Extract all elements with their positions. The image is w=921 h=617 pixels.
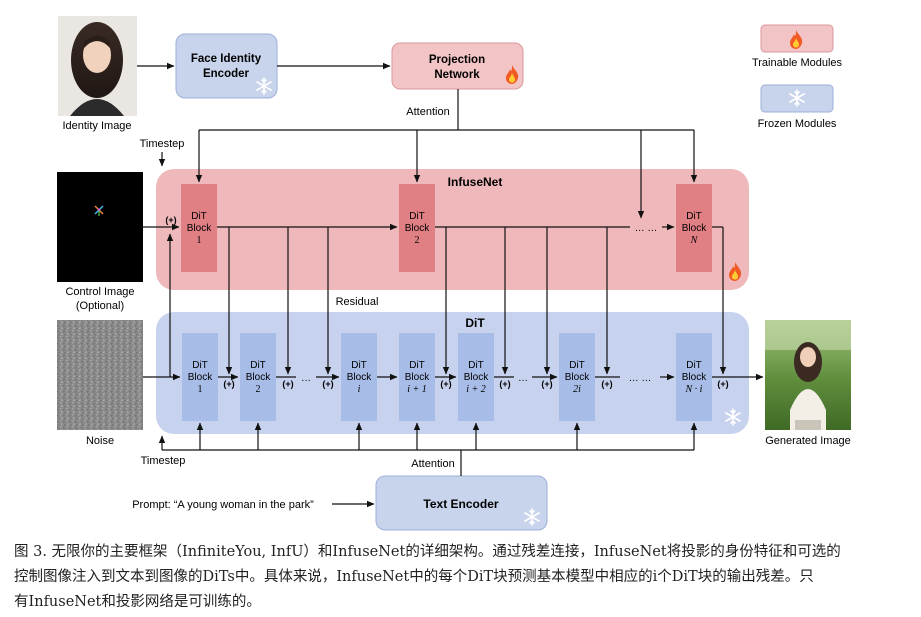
control-image-label: Control Image [65, 286, 134, 298]
svg-text:i + 1: i + 1 [407, 384, 427, 395]
svg-text:Block: Block [188, 372, 213, 383]
sum-markers: (+) (+) (+) (+) (+) (+) (+) (+) (+) [165, 215, 728, 389]
plus-dit-2: (+) [282, 379, 293, 389]
snowflake-icon [725, 408, 741, 426]
plus-dit-ni: (+) [717, 379, 728, 389]
svg-text:DiT: DiT [686, 211, 702, 222]
projection-network-label-2: Network [434, 69, 480, 81]
ellipsis-markers: … … … … … … [301, 223, 657, 384]
generated-image [765, 320, 851, 430]
dit-block-i-plus-2: DiT Block i + 2 [458, 333, 494, 421]
svg-text:DiT: DiT [351, 360, 367, 371]
plus-dit-2i-pre: (+) [541, 379, 552, 389]
snowflake-icon [524, 508, 540, 526]
dots-dit-3: … … [629, 373, 652, 384]
infusenet-title: InfuseNet [448, 175, 503, 189]
projection-network-label-1: Projection [429, 54, 485, 66]
svg-text:Block: Block [565, 372, 590, 383]
residual-label: Residual [336, 296, 379, 308]
svg-text:1: 1 [197, 235, 202, 246]
fire-icon [729, 262, 742, 281]
dit-block-1: DiT Block 1 [182, 333, 218, 421]
dots-infusenet-chain: … … [635, 223, 658, 234]
svg-text:2: 2 [415, 235, 420, 246]
face-identity-encoder [175, 33, 278, 99]
dit-block-n-i: DiT Block N · i [676, 333, 712, 421]
svg-text:Block: Block [246, 372, 271, 383]
svg-text:Block: Block [347, 372, 372, 383]
noise-image [57, 320, 143, 430]
dots-dit-2: … [518, 373, 528, 384]
svg-text:2i: 2i [573, 384, 581, 395]
face-identity-encoder-label-1: Face Identity [191, 53, 262, 65]
timestep-top-label: Timestep [140, 138, 185, 150]
control-image [57, 172, 143, 282]
svg-text:DiT: DiT [686, 360, 702, 371]
legend-trainable-label: Trainable Modules [752, 57, 843, 69]
svg-text:Block: Block [405, 372, 430, 383]
noise-label: Noise [86, 435, 114, 447]
dit-region [156, 312, 749, 434]
dit-block-i-plus-1: DiT Block i + 1 [399, 333, 435, 421]
plus-dit-i1: (+) [440, 379, 451, 389]
attention-bottom-label: Attention [411, 458, 454, 470]
plus-dit-i2: (+) [499, 379, 510, 389]
dit-block-2i: DiT Block 2i [559, 333, 595, 421]
svg-text:2: 2 [256, 384, 261, 395]
caption-line-2: 控制图像注入到文本到图像的DiTs中。具体来说，InfuseNet中的每个DiT… [14, 569, 814, 585]
face-identity-encoder-label-2: Encoder [203, 68, 250, 80]
figure-caption: 图 3. 无限你的主要框架（InfiniteYou, InfU）和InfuseN… [14, 540, 909, 615]
svg-text:DiT: DiT [409, 211, 425, 222]
plus-dit-i: (+) [322, 379, 333, 389]
caption-line-3: 有InfuseNet和投影网络是可训练的。 [14, 594, 261, 610]
legend-frozen-label: Frozen Modules [758, 118, 837, 130]
plus-dit-2i: (+) [601, 379, 612, 389]
attention-top-label: Attention [406, 106, 449, 118]
dit-block-2: DiT Block 2 [240, 333, 276, 421]
svg-text:i + 2: i + 2 [466, 384, 486, 395]
prompt-label: Prompt: “A young woman in the park” [132, 499, 314, 511]
svg-text:N: N [690, 235, 699, 246]
svg-text:DiT: DiT [250, 360, 266, 371]
svg-text:N · i: N · i [685, 384, 703, 395]
identity-image-label: Identity Image [62, 120, 131, 132]
projection-network [391, 42, 524, 90]
svg-text:Block: Block [682, 372, 707, 383]
caption-line-1: 图 3. 无限你的主要框架（InfiniteYou, InfU）和InfuseN… [14, 544, 841, 560]
identity-image [58, 16, 137, 116]
fire-icon [790, 30, 803, 49]
svg-text:Block: Block [187, 223, 212, 234]
svg-text:1: 1 [198, 384, 203, 395]
infusenet-region [156, 169, 749, 290]
svg-text:Block: Block [682, 223, 707, 234]
dit-title: DiT [465, 316, 485, 330]
infusenet-block-2: DiT Block 2 [399, 184, 435, 272]
dots-dit-1: … [301, 373, 311, 384]
svg-text:DiT: DiT [191, 211, 207, 222]
svg-text:DiT: DiT [409, 360, 425, 371]
generated-image-label: Generated Image [765, 435, 851, 447]
plus-dit-1: (+) [223, 379, 234, 389]
control-image-optional-label: (Optional) [76, 300, 124, 312]
connections [137, 62, 764, 508]
text-encoder-label: Text Encoder [423, 497, 498, 511]
svg-text:DiT: DiT [468, 360, 484, 371]
plus-infusenet-input: (+) [165, 215, 176, 225]
infusenet-block-n: DiT Block N [676, 184, 712, 272]
infusenet-block-1: DiT Block 1 [181, 184, 217, 272]
svg-text:Block: Block [405, 223, 430, 234]
snowflake-icon [789, 89, 805, 107]
svg-text:DiT: DiT [192, 360, 208, 371]
svg-text:DiT: DiT [569, 360, 585, 371]
svg-text:i: i [358, 384, 361, 395]
snowflake-icon [256, 77, 272, 95]
svg-text:Block: Block [464, 372, 489, 383]
dit-block-i: DiT Block i [341, 333, 377, 421]
fire-icon [506, 65, 519, 84]
timestep-bottom-label: Timestep [141, 455, 186, 467]
